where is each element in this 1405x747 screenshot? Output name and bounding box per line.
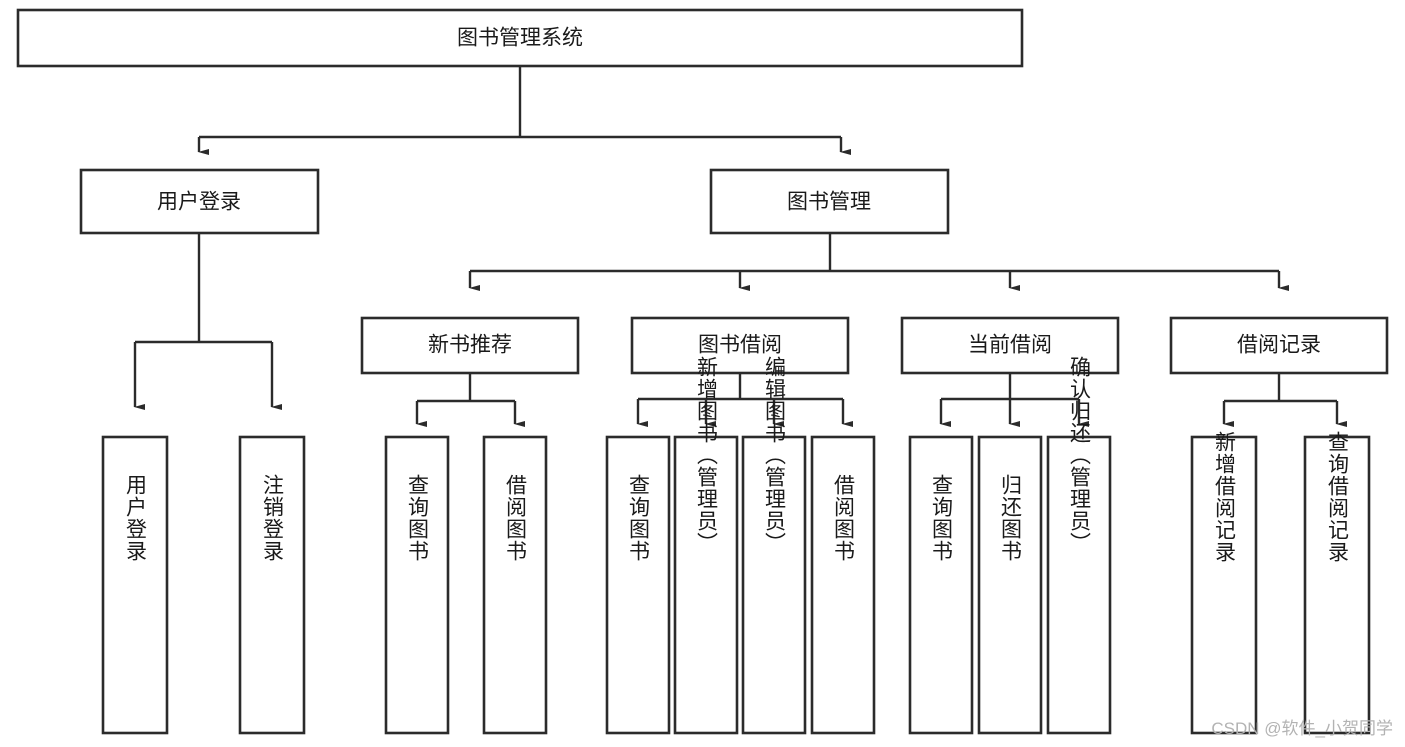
edges-book-management-to-level3 [468, 234, 1289, 291]
node-book-management-label: 图书管理 [787, 191, 871, 214]
node-leaf-add-record-label: 新增借阅记录 [1213, 431, 1237, 563]
node-user-login-label: 用户登录 [157, 191, 241, 214]
node-leaf-add-book-box[interactable] [673, 435, 739, 735]
node-borrow-record[interactable]: 借阅记录 [1169, 316, 1389, 375]
node-leaf-query-books-3-label: 查询图书 [930, 474, 954, 562]
node-leaf-add-book-label: 新增图书（管理员） [695, 356, 719, 554]
node-leaf-query-books-1[interactable]: 查询图书 [384, 435, 450, 735]
node-leaf-query-books-1-label: 查询图书 [406, 474, 430, 562]
node-leaf-confirm-return-label: 确认归还（管理员） [1068, 356, 1092, 554]
node-current-borrow-box[interactable] [900, 316, 1120, 375]
node-leaf-user-login-box[interactable] [101, 435, 169, 735]
node-leaf-edit-book-box[interactable] [741, 435, 807, 735]
node-leaf-logout-box[interactable] [238, 435, 306, 735]
node-book-borrow-label: 图书借阅 [698, 334, 782, 357]
node-book-borrow[interactable]: 图书借阅 [630, 316, 850, 375]
node-leaf-borrow-books-2-box[interactable] [810, 435, 876, 735]
edges-current-borrow-to-leaves [939, 374, 1089, 427]
node-leaf-borrow-books-1-label: 借阅图书 [504, 474, 528, 562]
node-leaf-query-record[interactable]: 查询借阅记录 [1303, 431, 1371, 735]
edges-new-book-recommend-to-leaves [415, 374, 525, 427]
node-leaf-add-book[interactable]: 新增图书（管理员） [673, 356, 739, 735]
node-leaf-user-login[interactable]: 用户登录 [101, 435, 169, 735]
node-leaf-edit-book[interactable]: 编辑图书（管理员） [741, 356, 807, 735]
node-leaf-query-books-2-box[interactable] [605, 435, 671, 735]
node-leaf-borrow-books-2-label: 借阅图书 [832, 474, 856, 562]
node-leaf-query-record-box[interactable] [1303, 435, 1371, 735]
node-borrow-record-label: 借阅记录 [1237, 334, 1321, 357]
node-user-login-box[interactable] [79, 168, 320, 235]
node-leaf-query-books-2-label: 查询图书 [627, 474, 651, 562]
node-leaf-query-record-label: 查询借阅记录 [1326, 431, 1350, 563]
node-leaf-borrow-books-1-box[interactable] [482, 435, 548, 735]
node-new-book-recommend-box[interactable] [360, 316, 580, 375]
node-leaf-query-books-2[interactable]: 查询图书 [605, 435, 671, 735]
node-root[interactable]: 图书管理系统 [16, 8, 1024, 68]
node-book-management-box[interactable] [709, 168, 950, 235]
node-leaf-logout-label: 注销登录 [261, 474, 285, 562]
node-leaf-edit-book-label: 编辑图书（管理员） [763, 356, 787, 554]
node-leaf-borrow-books-2[interactable]: 借阅图书 [810, 435, 876, 735]
node-leaf-add-record[interactable]: 新增借阅记录 [1190, 431, 1258, 735]
node-root-label: 图书管理系统 [457, 27, 583, 50]
node-book-borrow-box[interactable] [630, 316, 850, 375]
node-new-book-recommend-label: 新书推荐 [428, 334, 512, 357]
edges-book-borrow-to-leaves [636, 374, 853, 427]
node-leaf-confirm-return-box[interactable] [1046, 435, 1112, 735]
node-leaf-return-book[interactable]: 归还图书 [977, 435, 1043, 735]
node-leaf-return-book-label: 归还图书 [999, 474, 1023, 562]
node-leaf-query-books-3[interactable]: 查询图书 [908, 435, 974, 735]
node-book-management[interactable]: 图书管理 [709, 168, 950, 235]
node-new-book-recommend[interactable]: 新书推荐 [360, 316, 580, 375]
node-leaf-borrow-books-1[interactable]: 借阅图书 [482, 435, 548, 735]
node-leaf-query-books-3-box[interactable] [908, 435, 974, 735]
node-leaf-return-book-box[interactable] [977, 435, 1043, 735]
node-leaf-user-login-label: 用户登录 [124, 474, 148, 562]
node-current-borrow-label: 当前借阅 [968, 334, 1052, 357]
node-leaf-query-books-1-box[interactable] [384, 435, 450, 735]
node-leaf-confirm-return[interactable]: 确认归还（管理员） [1046, 356, 1112, 735]
node-root-box[interactable] [16, 8, 1024, 68]
edges-user-login-to-leaves [133, 234, 282, 410]
node-leaf-add-record-box[interactable] [1190, 435, 1258, 735]
edges-root-to-level2 [197, 66, 851, 155]
node-borrow-record-box[interactable] [1169, 316, 1389, 375]
node-user-login[interactable]: 用户登录 [79, 168, 320, 235]
node-current-borrow[interactable]: 当前借阅 [900, 316, 1120, 375]
node-leaf-logout[interactable]: 注销登录 [238, 435, 306, 735]
edges-borrow-record-to-leaves [1222, 374, 1347, 427]
